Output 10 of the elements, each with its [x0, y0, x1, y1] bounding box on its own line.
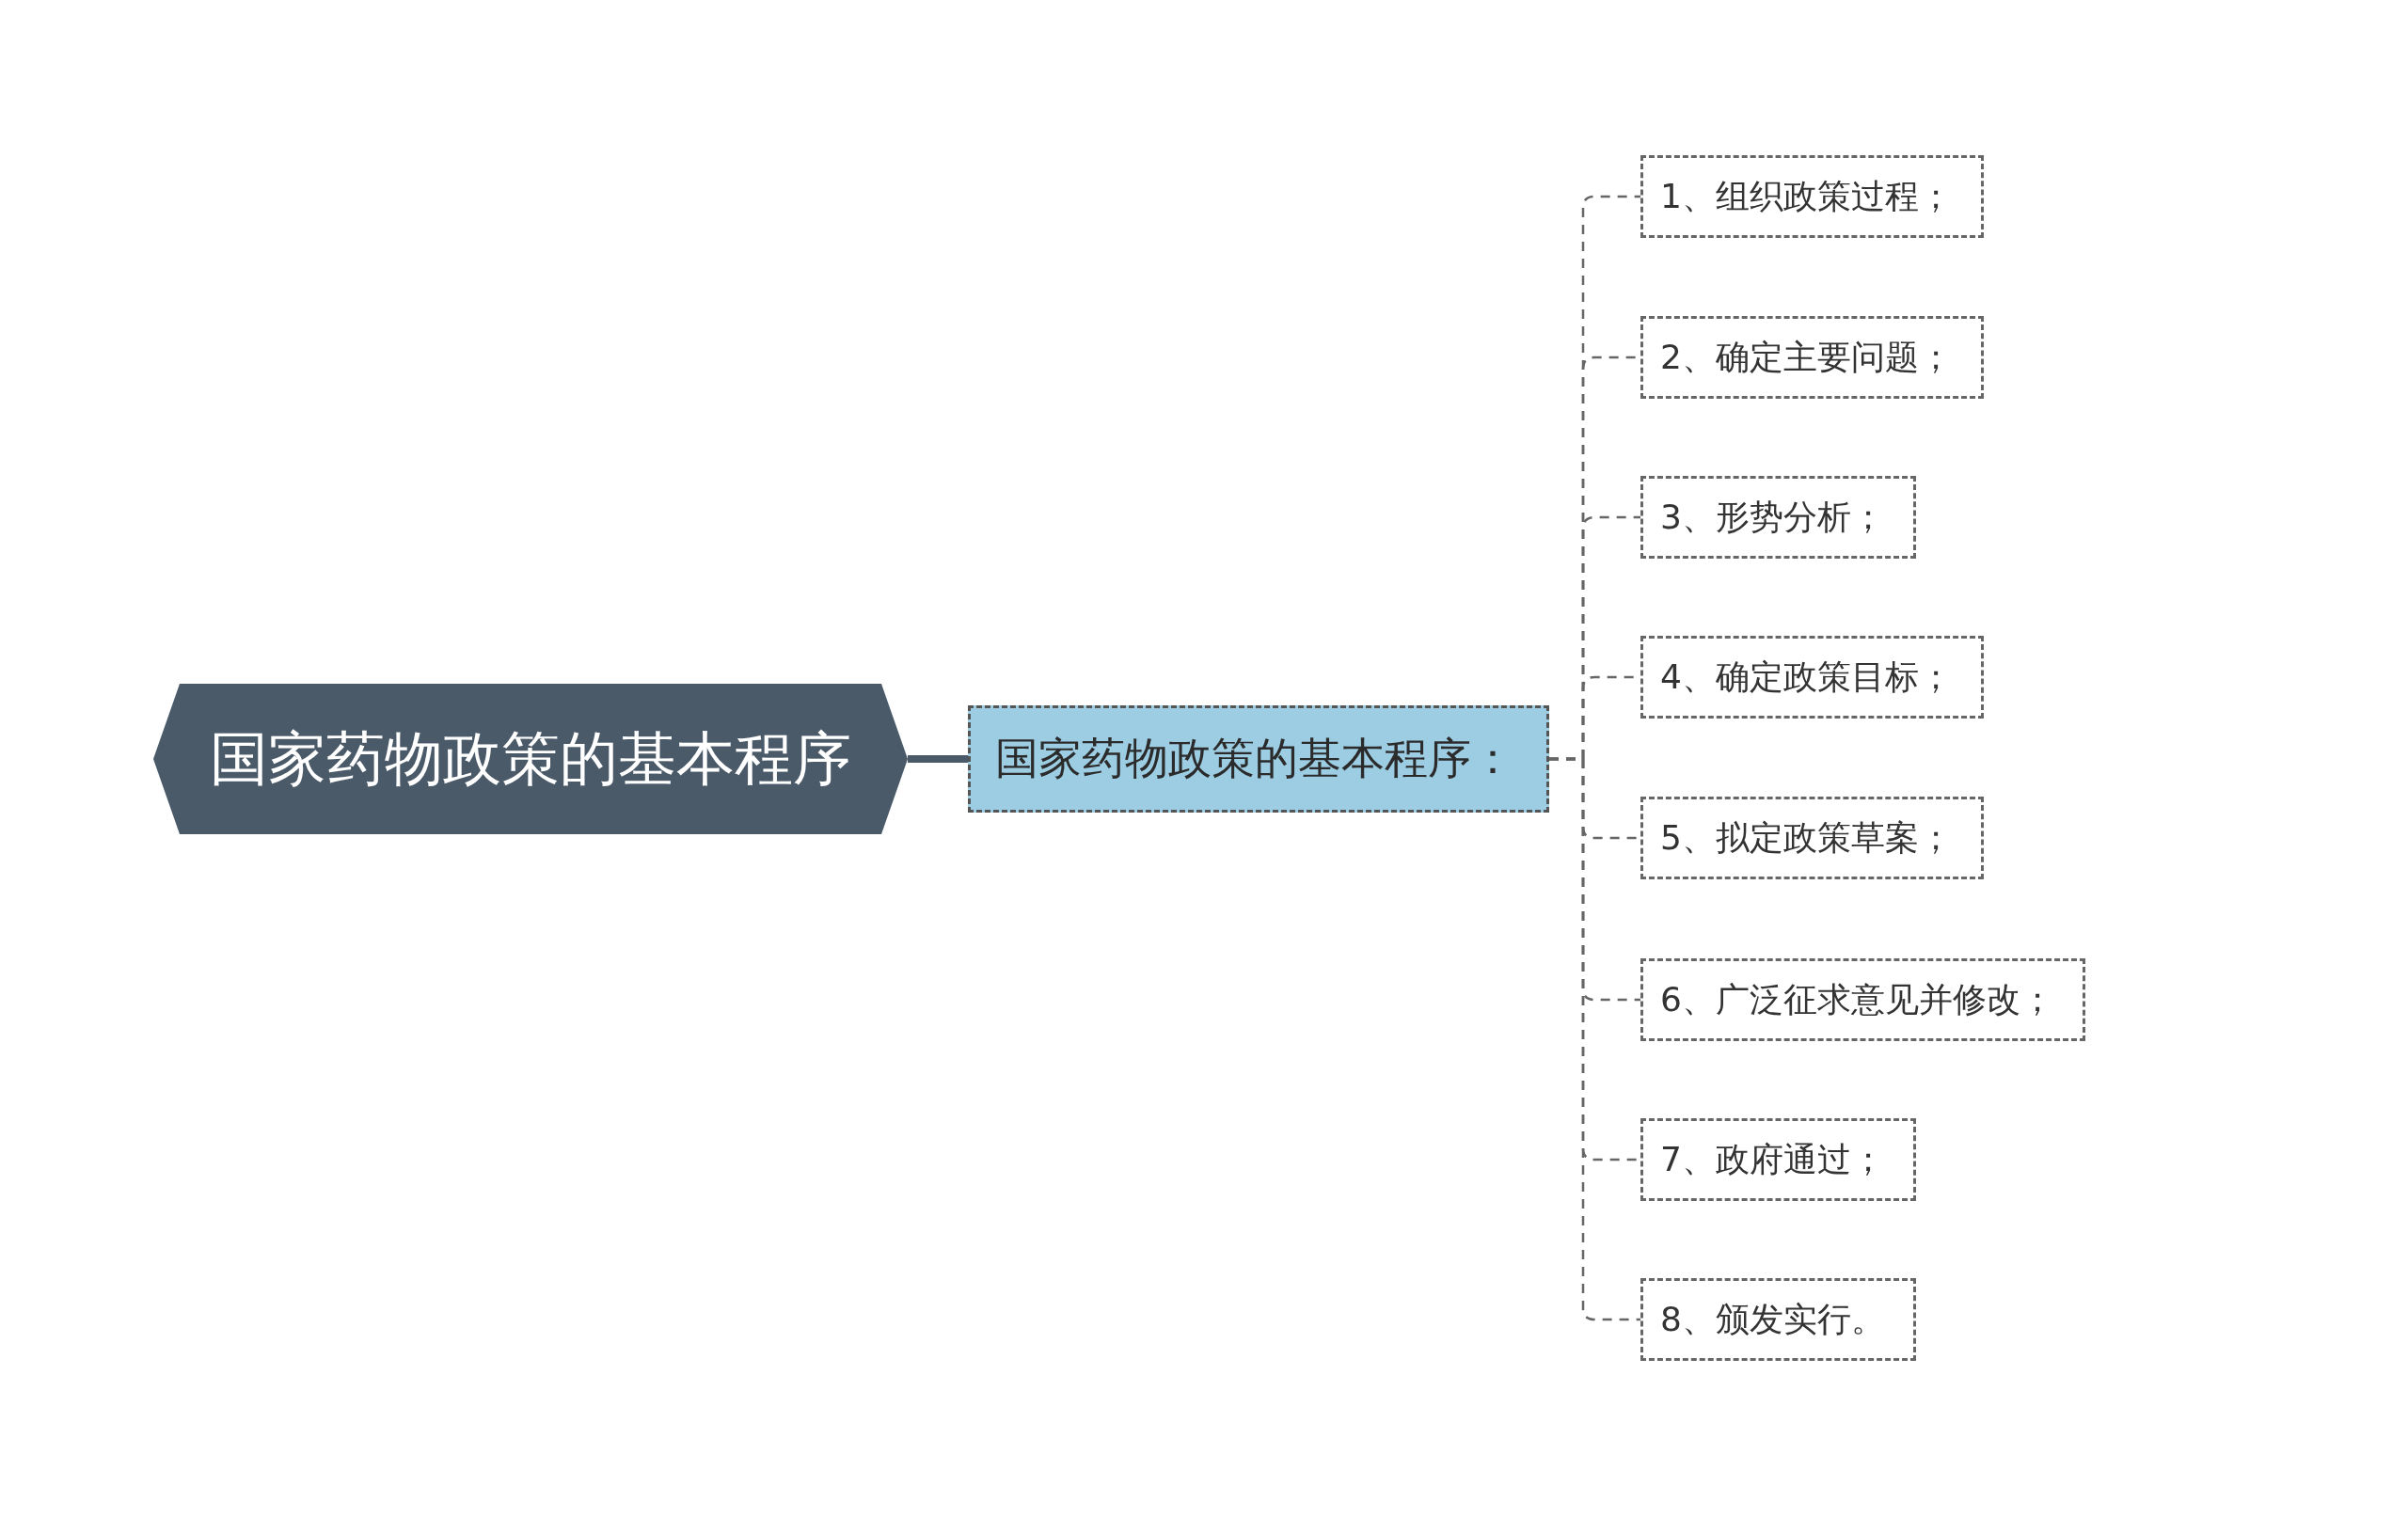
step-box: 3、形势分析； [1640, 476, 1916, 559]
step-box: 5、拟定政策草案； [1640, 797, 1984, 879]
step-box: 1、组织政策过程； [1640, 155, 1984, 238]
step-box: 6、广泛征求意见并修改； [1640, 958, 2085, 1041]
step-box: 7、政府通过； [1640, 1118, 1916, 1201]
step-box: 8、颁发实行。 [1640, 1278, 1916, 1361]
step-box: 4、确定政策目标； [1640, 636, 1984, 719]
step-box: 2、确定主要问题； [1640, 316, 1984, 399]
subtopic-box: 国家药物政策的基本程序： [968, 705, 1549, 813]
connector-line [908, 755, 968, 763]
